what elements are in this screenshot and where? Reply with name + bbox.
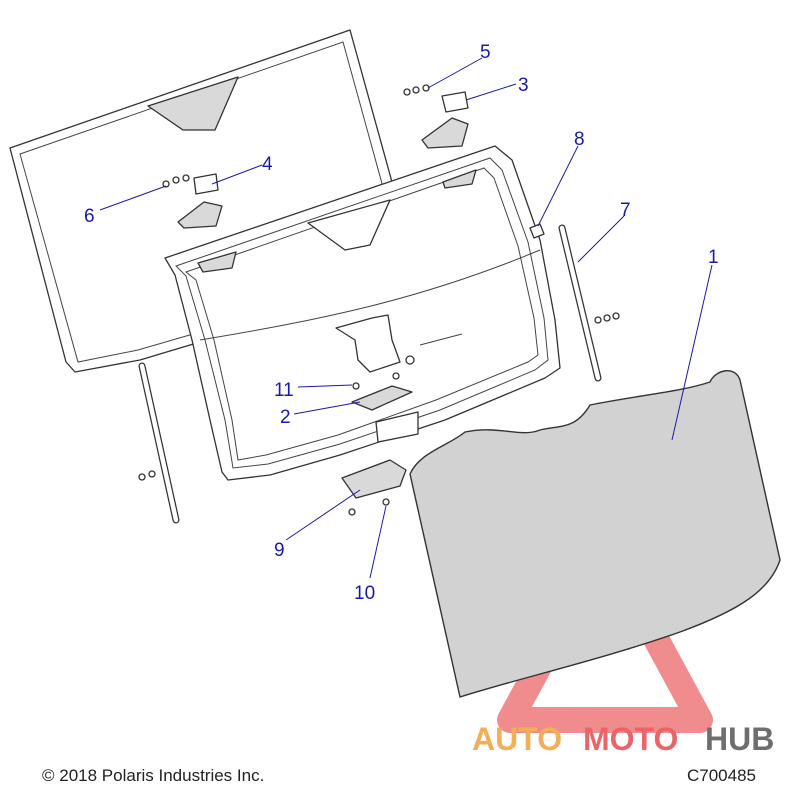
copyright-text: © 2018 Polaris Industries Inc. bbox=[42, 766, 265, 785]
center-top-bracket bbox=[307, 199, 391, 251]
callout-5: 5 bbox=[480, 42, 491, 63]
drawing-id: C700485 bbox=[686, 766, 756, 785]
watermark-hub: HUB bbox=[705, 721, 774, 757]
part-2-bracket bbox=[351, 385, 413, 411]
gas-strut-right-part-7 bbox=[558, 224, 602, 382]
callouts: 1 2 3 4 5 6 7 8 9 10 11 bbox=[84, 42, 719, 604]
leader-lines bbox=[99, 57, 713, 579]
watermark-moto: MOTO bbox=[583, 721, 678, 757]
watermark-auto: AUTO bbox=[472, 721, 562, 757]
part-1-glass-panel bbox=[409, 370, 781, 698]
callout-6: 6 bbox=[84, 206, 95, 227]
lower-latch-plate bbox=[375, 411, 419, 443]
callout-1: 1 bbox=[708, 247, 719, 268]
callout-2: 2 bbox=[280, 407, 291, 428]
callout-7: 7 bbox=[620, 200, 631, 221]
top-mount-plate bbox=[147, 76, 239, 131]
callout-8: 8 bbox=[574, 129, 585, 150]
callout-10: 10 bbox=[354, 583, 375, 604]
callout-11: 11 bbox=[274, 380, 294, 401]
fasteners bbox=[138, 84, 620, 516]
gas-strut-left bbox=[138, 362, 180, 524]
part-9-cover bbox=[341, 459, 407, 499]
latch-assembly bbox=[335, 314, 463, 380]
part-4-hinge bbox=[177, 173, 223, 229]
rear-window-frame bbox=[164, 145, 561, 481]
part-8-clip bbox=[529, 223, 545, 239]
part-3-hinge bbox=[421, 91, 469, 149]
callout-4: 4 bbox=[262, 154, 273, 175]
callout-3: 3 bbox=[518, 75, 529, 96]
callout-9: 9 bbox=[274, 540, 285, 561]
